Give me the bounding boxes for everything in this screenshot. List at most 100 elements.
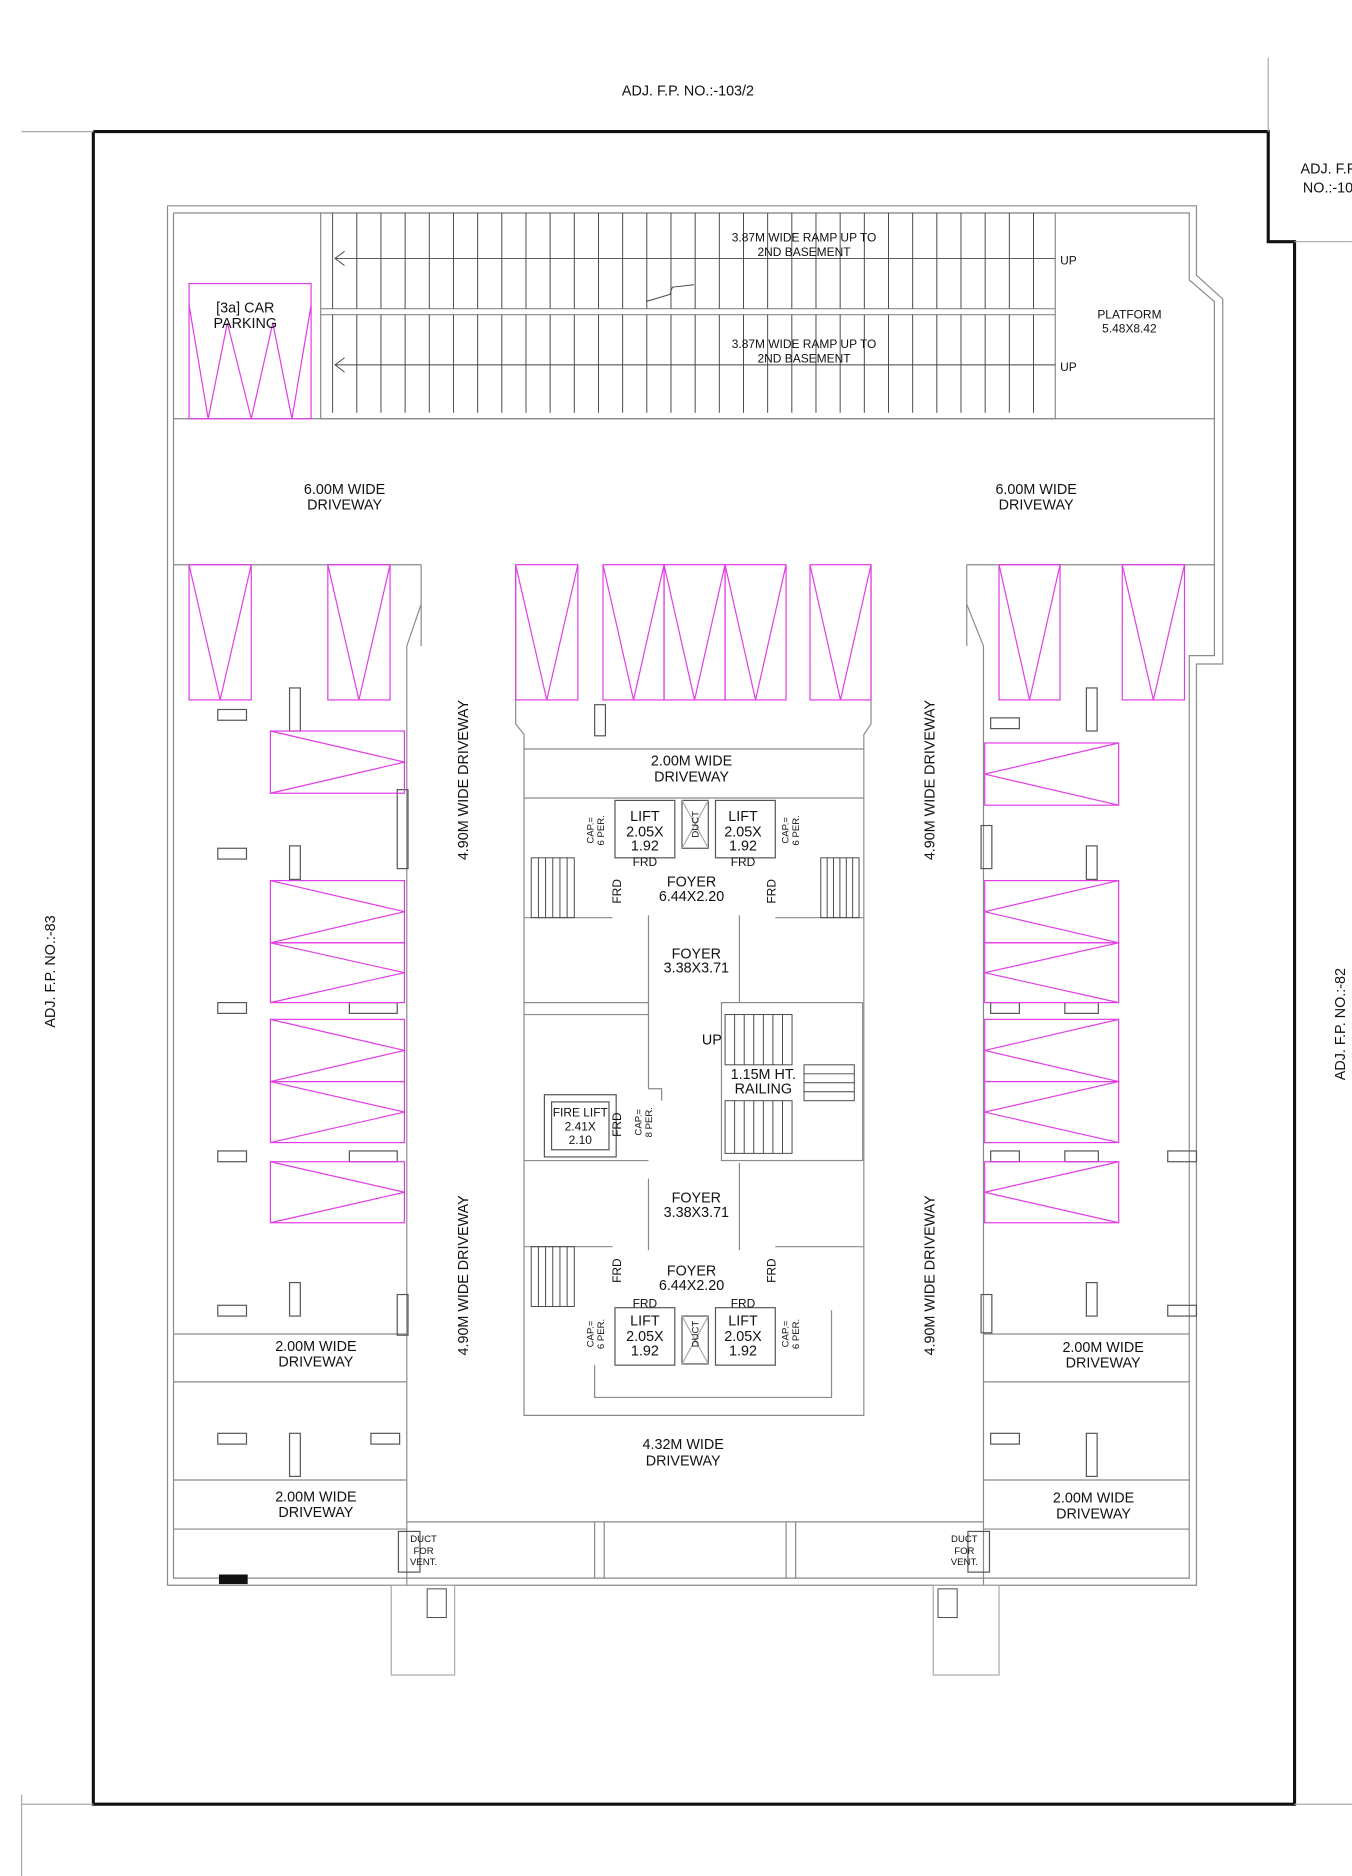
fire-lift-capacity-1: CAP.= [633, 1109, 644, 1136]
parking-bay [998, 564, 1061, 701]
duct-bottom: DUCT [691, 1321, 702, 1348]
ramp-1-direction: UP [1060, 253, 1077, 267]
lift-bottom-right: FRD LIFT 2.05X 1.92 [724, 1297, 762, 1360]
lift-size-1: 2.05X [724, 824, 762, 840]
driveway-right-upper: 4.90M WIDE DRIVEWAY [922, 700, 938, 861]
driveway-top-left-1: 6.00M WIDE [304, 482, 385, 498]
driveway-bottom-center-1: 4.32M WIDE [643, 1437, 724, 1453]
parking-bay [984, 1080, 1120, 1144]
lift-label: LIFT [630, 809, 660, 825]
stair-up-label: UP [702, 1032, 722, 1048]
parking-bay [809, 564, 872, 701]
driveway-left-upper: 4.90M WIDE DRIVEWAY [456, 700, 472, 861]
driveway-left-lower: 4.90M WIDE DRIVEWAY [456, 1195, 472, 1356]
column [288, 1432, 301, 1477]
parking-bay-marking [515, 564, 579, 701]
parking-bay-marking [270, 879, 405, 944]
platform-label: PLATFORM [1097, 307, 1161, 321]
parking-bay [1121, 564, 1186, 701]
column [217, 1432, 248, 1445]
foyer-mid-top-size: 3.38X3.71 [664, 961, 729, 977]
parking-bay-marking [984, 1080, 1119, 1144]
lift-size-2: 1.92 [729, 1344, 757, 1360]
parking-bay [984, 1161, 1120, 1224]
parking-bay-marking [1121, 564, 1186, 701]
lift-size-1: 2.05X [724, 1329, 762, 1345]
ramp-2: 3.87M WIDE RAMP UP TO 2ND BASEMENT UP [732, 337, 1077, 374]
driveway-left-bottom-1: 2.00M WIDE [275, 1490, 356, 1506]
vent-duct-right: DUCT FOR VENT. [937, 1530, 991, 1619]
vent-duct-line2: FOR [413, 1546, 433, 1557]
column [990, 717, 1020, 730]
staircases [530, 857, 860, 1307]
parking-bay [269, 1018, 406, 1083]
column [217, 708, 248, 721]
foyer-bottom-size: 6.44X2.20 [659, 1278, 724, 1294]
ramp-2-label-line2: 2ND BASEMENT [758, 352, 852, 366]
lift-top-left: LIFT 2.05X 1.92 FRD [626, 809, 664, 869]
column [348, 1150, 398, 1163]
parking-bay-marking [188, 564, 252, 701]
driveway-top-right-1: 6.00M WIDE [995, 482, 1076, 498]
adjacent-plot-right: ADJ. F.P. NO.:-82 [1333, 968, 1349, 1080]
lift-label: LIFT [728, 809, 758, 825]
parking-bay [269, 879, 406, 944]
staircase-main-upper [724, 1014, 793, 1066]
foyer-top-size: 6.44X2.20 [659, 889, 724, 905]
capacity-top-left-2: 6 PER. [596, 815, 607, 845]
column [217, 847, 248, 860]
column [990, 1150, 1020, 1163]
column [1085, 845, 1098, 880]
parking-bay-marking [270, 1161, 405, 1224]
foyer-mid-bottom-label: FOYER [672, 1190, 721, 1206]
parking-bay [269, 942, 406, 1004]
parking-bay-marking [270, 730, 405, 794]
driveway-right-mid-2: DRIVEWAY [1066, 1356, 1141, 1372]
lift-label: LIFT [630, 1314, 660, 1330]
vent-duct-line2: FOR [954, 1546, 974, 1557]
parking-bay [269, 1080, 406, 1144]
driveway-top-right-2: DRIVEWAY [999, 498, 1074, 514]
vent-duct-left: DUCT FOR VENT. [397, 1530, 447, 1619]
driveway-right-lower: 4.90M WIDE DRIVEWAY [922, 1195, 938, 1356]
railing-label-2: RAILING [735, 1082, 792, 1098]
parking-bay-marking [724, 564, 787, 701]
driveway-left-mid-1: 2.00M WIDE [275, 1339, 356, 1355]
adjacent-plot-top-right-1: ADJ. F.P. [1301, 161, 1352, 177]
parking-bay [984, 879, 1120, 944]
lift-label: LIFT [728, 1314, 758, 1330]
capacity-top-right-2: 6 PER. [791, 815, 802, 845]
parking-bay [188, 564, 252, 701]
parking-bay-marking [998, 564, 1061, 701]
column [1085, 1281, 1098, 1317]
frd-bottom-left: FRD [610, 1258, 624, 1283]
ramp-2-direction: UP [1060, 360, 1077, 374]
parking-bay-marking [270, 942, 405, 1004]
parking-bay [327, 564, 391, 701]
fire-lift-size-1: 2.41X [565, 1120, 596, 1134]
driveway-top-left-2: DRIVEWAY [307, 498, 382, 514]
column [217, 1304, 248, 1317]
parking-bay-marking [327, 564, 391, 701]
column [217, 1002, 248, 1014]
column [396, 789, 409, 870]
driveway-bottom-center-2: DRIVEWAY [646, 1454, 721, 1470]
capacity-bottom-left-2: 6 PER. [596, 1319, 607, 1349]
column [1167, 1304, 1198, 1317]
column [980, 1293, 993, 1334]
driveway-right-mid-1: 2.00M WIDE [1062, 1340, 1143, 1356]
parking-bay-marking [984, 879, 1119, 944]
driveway-left-bottom-2: DRIVEWAY [278, 1505, 353, 1521]
driveway-right-bottom-1: 2.00M WIDE [1053, 1491, 1134, 1507]
column [594, 704, 607, 737]
parking-spaces [188, 282, 1186, 1224]
vent-duct-line1: DUCT [410, 1534, 437, 1545]
frd-top-right: FRD [764, 879, 778, 904]
vent-duct-line3: VENT. [951, 1557, 978, 1568]
ramps [320, 212, 1056, 420]
frd-label: FRD [633, 1297, 658, 1311]
lift-size-2: 1.92 [631, 1344, 659, 1360]
foyer-bottom-label: FOYER [667, 1263, 716, 1279]
parking-bay [984, 1018, 1120, 1083]
ramp-1: 3.87M WIDE RAMP UP TO 2ND BASEMENT UP [732, 231, 1077, 268]
